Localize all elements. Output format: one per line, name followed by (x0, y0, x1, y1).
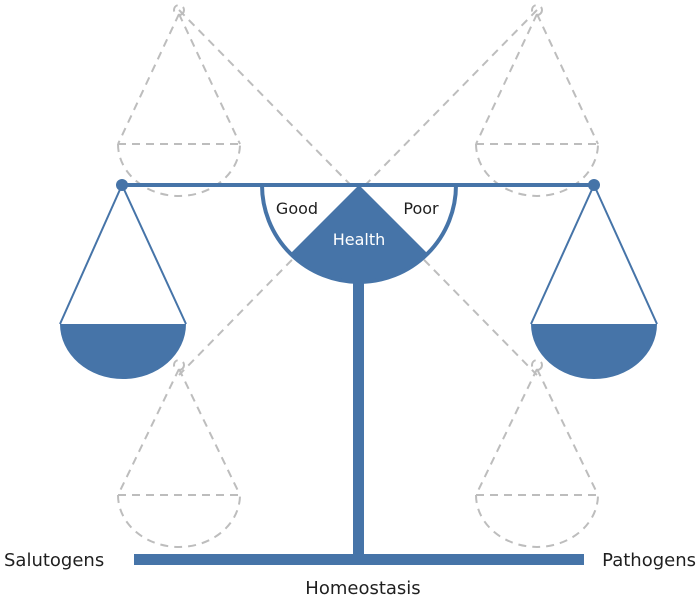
label-poor: Poor (403, 199, 439, 218)
label-salutogens: Salutogens (4, 550, 104, 571)
health-gauge (260, 184, 458, 284)
label-pathogens: Pathogens (602, 550, 696, 571)
scale-pillar (353, 270, 364, 560)
main-scale (59, 179, 658, 565)
gauge-outline (260, 184, 458, 284)
right-pan (530, 184, 658, 379)
ghost-pan-bottom-left (117, 359, 241, 548)
ghost-scales (117, 4, 599, 548)
ghost-pan-bottom-right (475, 359, 599, 548)
ghost-pan-top-left (117, 4, 241, 197)
left-pan (59, 184, 187, 379)
label-health: Health (333, 230, 386, 249)
ghost-pan-top-right (475, 4, 599, 197)
gauge-health-fill (290, 185, 428, 283)
label-homeostasis: Homeostasis (305, 578, 420, 599)
labels: Good Poor Health Salutogens Pathogens Ho… (4, 199, 696, 599)
label-good: Good (276, 199, 318, 218)
